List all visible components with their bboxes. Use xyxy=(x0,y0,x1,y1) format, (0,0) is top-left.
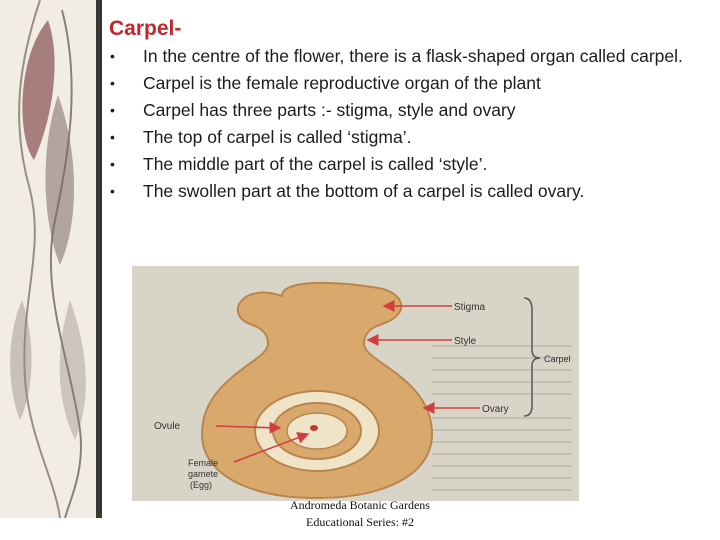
female-gamete xyxy=(310,425,318,431)
bullet-text: In the centre of the flower, there is a … xyxy=(143,46,683,66)
bullet-text: The top of carpel is called ‘stigma’. xyxy=(143,127,412,147)
caption-line-2: Educational Series: #2 xyxy=(306,515,414,529)
ovary-label: Ovary xyxy=(482,404,509,415)
carpel-diagram-svg: Stigma Style Carpel Ovary Ovule Female g… xyxy=(154,281,572,500)
caption-line-1: Andromeda Botanic Gardens xyxy=(290,498,430,512)
dried-leaf-illustration xyxy=(10,0,86,518)
bullet-dot: • xyxy=(110,75,115,91)
vertical-divider xyxy=(96,0,102,518)
gamete-label-line3: (Egg) xyxy=(190,480,212,490)
bullet-dot: • xyxy=(110,48,115,64)
ovule-label: Ovule xyxy=(154,421,181,432)
bullet-text: The middle part of the carpel is called … xyxy=(143,154,488,174)
stigma-label: Stigma xyxy=(454,302,486,313)
bullet-dot: • xyxy=(110,129,115,145)
carpel-diagram: Stigma Style Carpel Ovary Ovule Female g… xyxy=(132,266,579,501)
bullet-dot: • xyxy=(110,156,115,172)
style-label: Style xyxy=(454,336,477,347)
ovule-inner xyxy=(286,412,348,450)
bullet-dot: • xyxy=(110,102,115,118)
gamete-label-line1: Female xyxy=(188,458,218,468)
gamete-arrow xyxy=(233,432,310,463)
bullet-dot: • xyxy=(110,183,115,199)
bullet-item: • The middle part of the carpel is called… xyxy=(106,152,696,177)
gamete-label-line2: gamete xyxy=(188,469,218,479)
bullet-item: • In the centre of the flower, there is a… xyxy=(106,44,696,69)
slide-title: Carpel- xyxy=(109,17,182,40)
bullet-item: • The swollen part at the bottom of a car… xyxy=(106,179,696,204)
bullet-list: • In the centre of the flower, there is a… xyxy=(106,44,696,206)
carpel-label: Carpel xyxy=(544,354,571,364)
bullet-text: Carpel is the female reproductive organ … xyxy=(143,73,541,93)
bullet-item: • The top of carpel is called ‘stigma’. xyxy=(106,125,696,150)
bullet-text: The swollen part at the bottom of a carp… xyxy=(143,181,585,201)
bullet-text: Carpel has three parts :- stigma, style … xyxy=(143,100,516,120)
carpel-bracket xyxy=(523,297,541,417)
bullet-item: • Carpel has three parts :- stigma, style… xyxy=(106,98,696,123)
bullet-item: • Carpel is the female reproductive organ… xyxy=(106,71,696,96)
leaf-decoration-panel xyxy=(0,0,98,518)
caption: Andromeda Botanic Gardens Educational Se… xyxy=(240,497,480,531)
background-text-lines xyxy=(432,345,572,491)
ovule-arrow xyxy=(215,421,282,434)
